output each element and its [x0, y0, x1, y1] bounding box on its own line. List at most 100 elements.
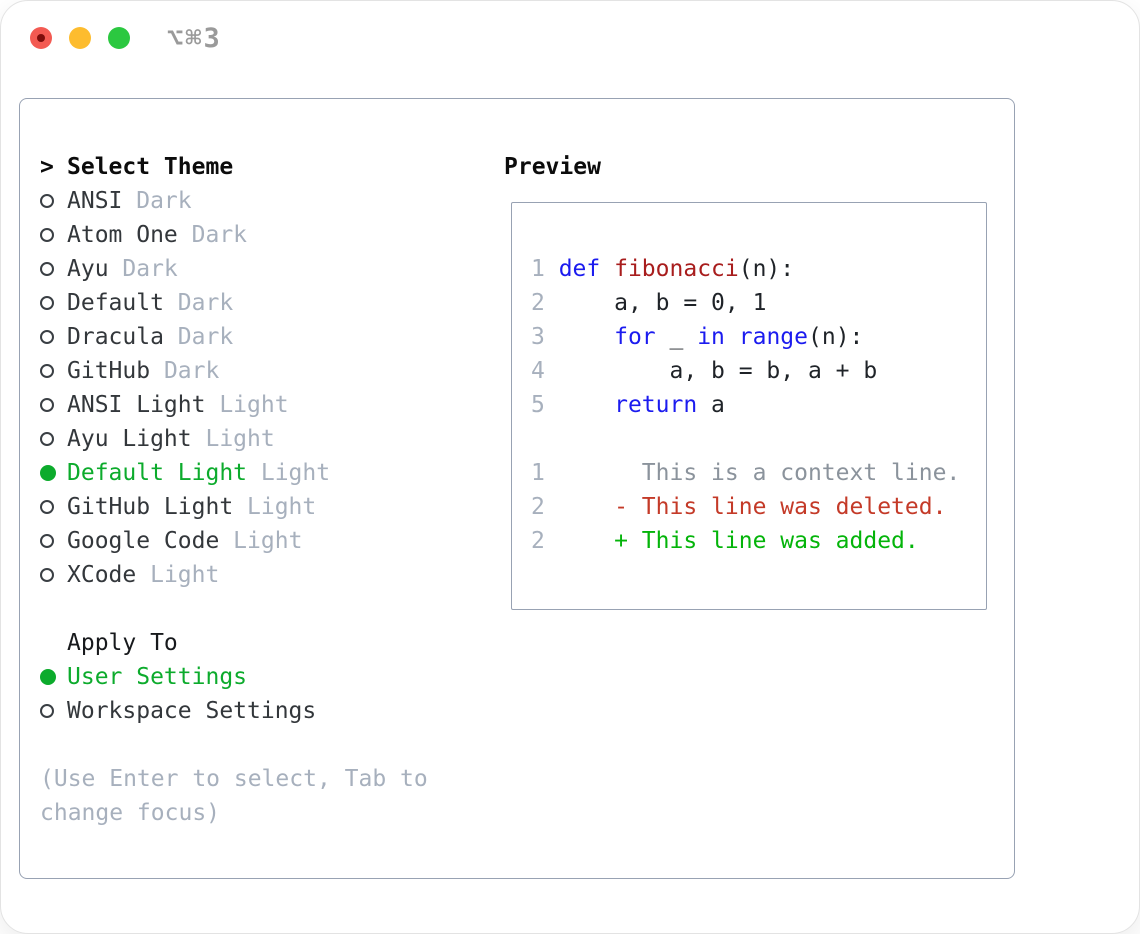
- theme-variant: Dark: [163, 324, 234, 350]
- radio-marker: [40, 500, 67, 514]
- radio-icon: [40, 704, 54, 718]
- theme-name: Default Light: [67, 460, 248, 486]
- theme-variant: Dark: [150, 358, 220, 384]
- cursor-icon: >: [40, 154, 54, 180]
- window-shortcut-label: ⌥⌘3: [167, 23, 222, 54]
- code-line: [531, 422, 974, 456]
- radio-marker: [40, 228, 67, 242]
- line-number: 1: [531, 256, 559, 282]
- radio-marker: [40, 398, 67, 412]
- line-content: def fibonacci(n):: [558, 256, 795, 282]
- radio-marker: [40, 465, 67, 481]
- theme-name: Ayu: [67, 256, 109, 282]
- apply-to-option[interactable]: User Settings: [40, 660, 490, 694]
- radio-icon: [40, 465, 56, 481]
- theme-variant: Dark: [108, 256, 178, 282]
- radio-marker: [40, 364, 67, 378]
- apply-to-option[interactable]: Workspace Settings: [40, 694, 490, 728]
- line-content: return a: [614, 392, 725, 418]
- line-number: 2: [531, 494, 559, 520]
- theme-name: Google Code: [67, 528, 220, 554]
- theme-variant: Dark: [177, 222, 248, 248]
- line-number: 4: [531, 358, 559, 384]
- theme-name: Dracula: [67, 324, 164, 350]
- unsaved-indicator-icon: [37, 34, 45, 42]
- line-content: - This line was deleted.: [558, 494, 947, 520]
- theme-option-label: Atom One Dark: [67, 218, 247, 252]
- apply-to-option-label: User Settings: [67, 664, 248, 690]
- theme-option[interactable]: Atom One Dark: [40, 218, 490, 252]
- apply-to-list: User Settings Workspace Settings: [40, 660, 490, 728]
- code-line: 1 def fibonacci(n):: [531, 252, 974, 286]
- radio-icon: [40, 534, 54, 548]
- theme-option[interactable]: GitHub Dark: [40, 354, 490, 388]
- theme-option[interactable]: Default Light Light: [40, 456, 490, 490]
- titlebar: ⌥⌘3: [1, 1, 1139, 77]
- theme-list: ANSI Dark Atom One Dark Ayu Dark Default…: [40, 184, 490, 592]
- spacer: [40, 728, 490, 762]
- line-content: This is a context line.: [558, 460, 961, 486]
- keyboard-hint: (Use Enter to select, Tab to change focu…: [40, 766, 428, 826]
- theme-option[interactable]: Dracula Dark: [40, 320, 490, 354]
- theme-name: Ayu Light: [67, 426, 192, 452]
- theme-option[interactable]: Default Dark: [40, 286, 490, 320]
- line-number: 5: [531, 392, 559, 418]
- theme-option-label: Google Code Light: [67, 524, 302, 558]
- code-line: 4 a, b = b, a + b: [531, 354, 974, 388]
- radio-marker: [40, 534, 67, 548]
- theme-selector-panel: > Select Theme ANSI Dark Atom One Dark A…: [19, 98, 1015, 879]
- theme-option-label: Default Dark: [67, 286, 233, 320]
- theme-option[interactable]: XCode Light: [40, 558, 490, 592]
- line-number: 2: [531, 290, 559, 316]
- theme-option[interactable]: ANSI Light Light: [40, 388, 490, 422]
- radio-icon: [40, 330, 54, 344]
- code-line: 2 + This line was added.: [531, 524, 974, 558]
- theme-option[interactable]: Ayu Dark: [40, 252, 490, 286]
- theme-variant: Light: [247, 460, 331, 486]
- radio-marker: [40, 194, 67, 208]
- zoom-button[interactable]: [108, 27, 130, 49]
- radio-marker: [40, 296, 67, 310]
- radio-marker: [40, 432, 67, 446]
- radio-icon: [40, 296, 54, 310]
- preview-code: 1 def fibonacci(n): 2 a, b = 0, 1 3 for …: [531, 252, 974, 558]
- theme-variant: Light: [219, 528, 303, 554]
- theme-option-label: Ayu Dark: [67, 252, 178, 286]
- theme-picker: > Select Theme ANSI Dark Atom One Dark A…: [40, 150, 490, 830]
- radio-icon: [40, 262, 54, 276]
- select-theme-title: Select Theme: [67, 154, 234, 180]
- theme-option-label: ANSI Dark: [67, 184, 192, 218]
- code-line: 2 a, b = 0, 1: [531, 286, 974, 320]
- close-button[interactable]: [30, 27, 52, 49]
- line-number: 3: [531, 324, 559, 350]
- radio-marker: [40, 669, 67, 685]
- line-content: for _ in range(n):: [614, 324, 864, 350]
- radio-icon: [40, 500, 54, 514]
- theme-variant: Light: [233, 494, 317, 520]
- radio-icon: [40, 194, 54, 208]
- code-line: 3 for _ in range(n):: [531, 320, 974, 354]
- spacer: [40, 592, 490, 626]
- theme-option[interactable]: Google Code Light: [40, 524, 490, 558]
- radio-icon: [40, 568, 54, 582]
- theme-name: Default: [67, 290, 164, 316]
- line-number: 2: [531, 528, 559, 554]
- theme-option-label: XCode Light: [67, 558, 219, 592]
- minimize-button[interactable]: [69, 27, 91, 49]
- code-line: 2 - This line was deleted.: [531, 490, 974, 524]
- theme-variant: Light: [205, 392, 289, 418]
- theme-variant: Light: [191, 426, 275, 452]
- theme-option[interactable]: GitHub Light Light: [40, 490, 490, 524]
- apply-to-header: Apply To: [40, 626, 490, 660]
- theme-option-label: Default Light Light: [67, 456, 330, 490]
- theme-name: Atom One: [67, 222, 178, 248]
- radio-icon: [40, 398, 54, 412]
- theme-option[interactable]: ANSI Dark: [40, 184, 490, 218]
- cursor-marker: >: [40, 150, 67, 184]
- select-theme-header: > Select Theme: [40, 150, 490, 184]
- radio-marker: [40, 262, 67, 276]
- theme-option[interactable]: Ayu Light Light: [40, 422, 490, 456]
- line-number: 1: [531, 460, 559, 486]
- theme-variant: Dark: [122, 188, 192, 214]
